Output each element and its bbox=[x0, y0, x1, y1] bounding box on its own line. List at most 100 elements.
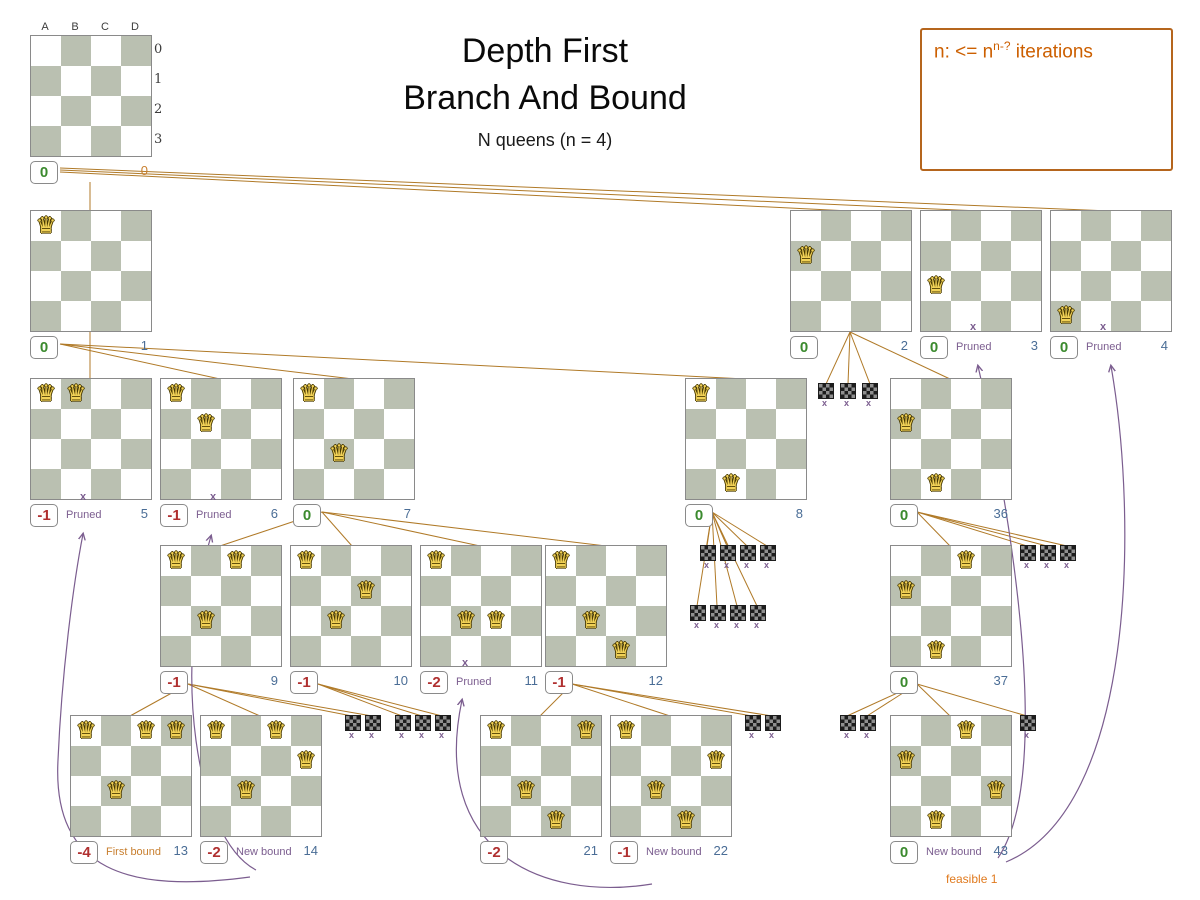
score-badge: -2 bbox=[480, 841, 508, 864]
board-cell bbox=[291, 606, 321, 636]
board-cell bbox=[354, 469, 384, 499]
queen-icon: ♛ bbox=[645, 777, 667, 803]
board-cell bbox=[821, 271, 851, 301]
pruned-mini-board bbox=[745, 715, 761, 731]
board-cell bbox=[746, 439, 776, 469]
queen-icon: ♛ bbox=[720, 470, 742, 496]
board-cell bbox=[511, 776, 541, 806]
board-cell bbox=[201, 776, 231, 806]
board-cell bbox=[251, 546, 281, 576]
board-cell bbox=[131, 746, 161, 776]
board-cell bbox=[324, 439, 354, 469]
board-cell bbox=[686, 469, 716, 499]
board-cell bbox=[511, 576, 541, 606]
board-cell bbox=[541, 776, 571, 806]
board-cell bbox=[384, 409, 414, 439]
prune-x-mark: x bbox=[1100, 321, 1107, 333]
prune-x-mark: x bbox=[822, 398, 828, 408]
bound-label: Pruned bbox=[456, 676, 492, 688]
board-cell bbox=[101, 806, 131, 836]
board-cell bbox=[354, 409, 384, 439]
board-cell bbox=[161, 606, 191, 636]
board-cell bbox=[191, 379, 221, 409]
board-cell bbox=[354, 439, 384, 469]
prune-x-mark: x bbox=[462, 657, 469, 669]
board-node-8: ♛♛ bbox=[685, 378, 807, 500]
board-cell bbox=[61, 301, 91, 331]
board-cell bbox=[324, 469, 354, 499]
queen-icon: ♛ bbox=[165, 717, 187, 743]
board-cell bbox=[451, 576, 481, 606]
board-cell bbox=[881, 271, 911, 301]
prune-x-mark: x bbox=[844, 398, 850, 408]
board-cell bbox=[101, 716, 131, 746]
node-index: 5 bbox=[140, 506, 148, 521]
board-cell bbox=[481, 606, 511, 636]
board-cell bbox=[921, 271, 951, 301]
board-cell bbox=[981, 606, 1011, 636]
node-index: 37 bbox=[993, 673, 1008, 688]
board-node-12: ♛♛♛ bbox=[545, 545, 667, 667]
board-cell bbox=[421, 576, 451, 606]
board-cell bbox=[821, 301, 851, 331]
board-cell bbox=[576, 636, 606, 666]
queen-icon: ♛ bbox=[325, 607, 347, 633]
board-cell bbox=[1011, 211, 1041, 241]
board-cell bbox=[981, 271, 1011, 301]
board-cell bbox=[121, 379, 151, 409]
prune-arrow bbox=[1005, 366, 1126, 863]
board-cell bbox=[1051, 241, 1081, 271]
board-cell bbox=[641, 806, 671, 836]
board-cell bbox=[61, 469, 91, 499]
board-cell bbox=[546, 606, 576, 636]
board-cell bbox=[776, 439, 806, 469]
board-cell bbox=[981, 576, 1011, 606]
pruned-mini-board bbox=[690, 605, 706, 621]
queen-icon: ♛ bbox=[455, 607, 477, 633]
board-cell bbox=[291, 806, 321, 836]
board-cell bbox=[131, 806, 161, 836]
bound-label: New bound bbox=[236, 846, 292, 858]
board-cell bbox=[981, 716, 1011, 746]
board-cell bbox=[31, 241, 61, 271]
score-badge: -1 bbox=[160, 504, 188, 527]
board-cell bbox=[891, 546, 921, 576]
board-cell bbox=[611, 716, 641, 746]
bound-label: Pruned bbox=[1086, 341, 1122, 353]
prune-x-mark: x bbox=[970, 321, 977, 333]
node-index: 6 bbox=[270, 506, 278, 521]
board-cell bbox=[791, 271, 821, 301]
queen-icon: ♛ bbox=[295, 747, 317, 773]
board-cell bbox=[71, 716, 101, 746]
board-cell bbox=[1011, 301, 1041, 331]
board-cell bbox=[324, 379, 354, 409]
score-badge: 0 bbox=[790, 336, 818, 359]
board-cell bbox=[576, 546, 606, 576]
board-cell bbox=[606, 606, 636, 636]
board-cell bbox=[451, 636, 481, 666]
prune-x-mark: x bbox=[399, 730, 405, 740]
iterations-note-exponent: n-? bbox=[993, 39, 1011, 53]
pruned-mini-board bbox=[1060, 545, 1076, 561]
board-cell bbox=[291, 546, 321, 576]
board-cell bbox=[384, 379, 414, 409]
pruned-mini-board bbox=[750, 605, 766, 621]
board-cell bbox=[161, 576, 191, 606]
board-cell bbox=[791, 211, 821, 241]
board-cell bbox=[101, 746, 131, 776]
bound-label: New bound bbox=[926, 846, 982, 858]
board-cell bbox=[921, 806, 951, 836]
board-cell bbox=[1111, 211, 1141, 241]
pruned-mini-board bbox=[740, 545, 756, 561]
board-cell bbox=[91, 469, 121, 499]
board-cell bbox=[251, 379, 281, 409]
node-index: 13 bbox=[173, 843, 188, 858]
axis-row-label: 0 bbox=[154, 42, 163, 57]
board-cell bbox=[61, 96, 91, 126]
axis-col-label: D bbox=[131, 21, 139, 33]
board-cell bbox=[161, 409, 191, 439]
board-cell bbox=[981, 211, 1011, 241]
board-cell bbox=[951, 576, 981, 606]
prune-x-mark: x bbox=[1024, 730, 1030, 740]
